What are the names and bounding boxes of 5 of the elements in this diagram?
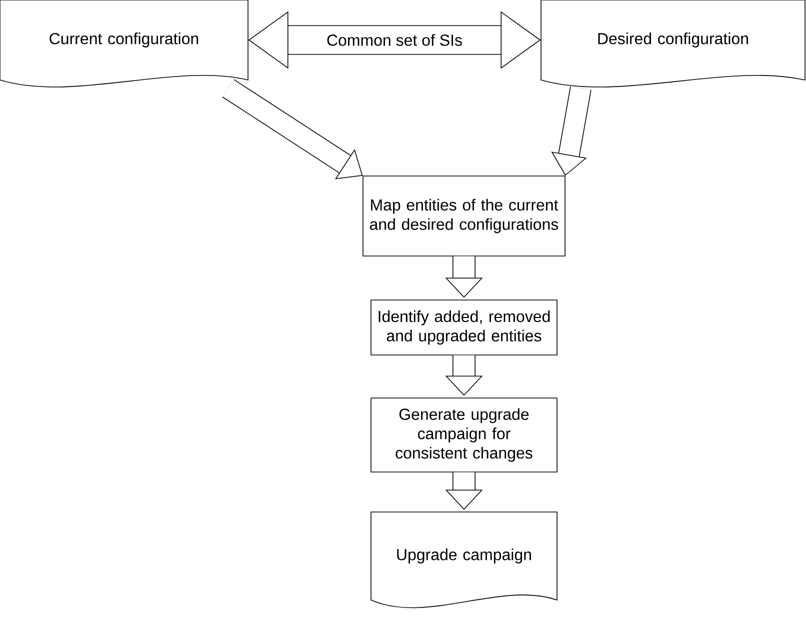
process-box: Map entities of the current and desired configurations <box>362 176 566 256</box>
edge-label: Common set of SIs <box>325 32 464 48</box>
process-box: Generate upgrade campaign for consistent changes <box>370 398 558 472</box>
block-arrow <box>222 79 363 180</box>
process-box: Identify added, removed and upgraded entities <box>370 300 558 356</box>
